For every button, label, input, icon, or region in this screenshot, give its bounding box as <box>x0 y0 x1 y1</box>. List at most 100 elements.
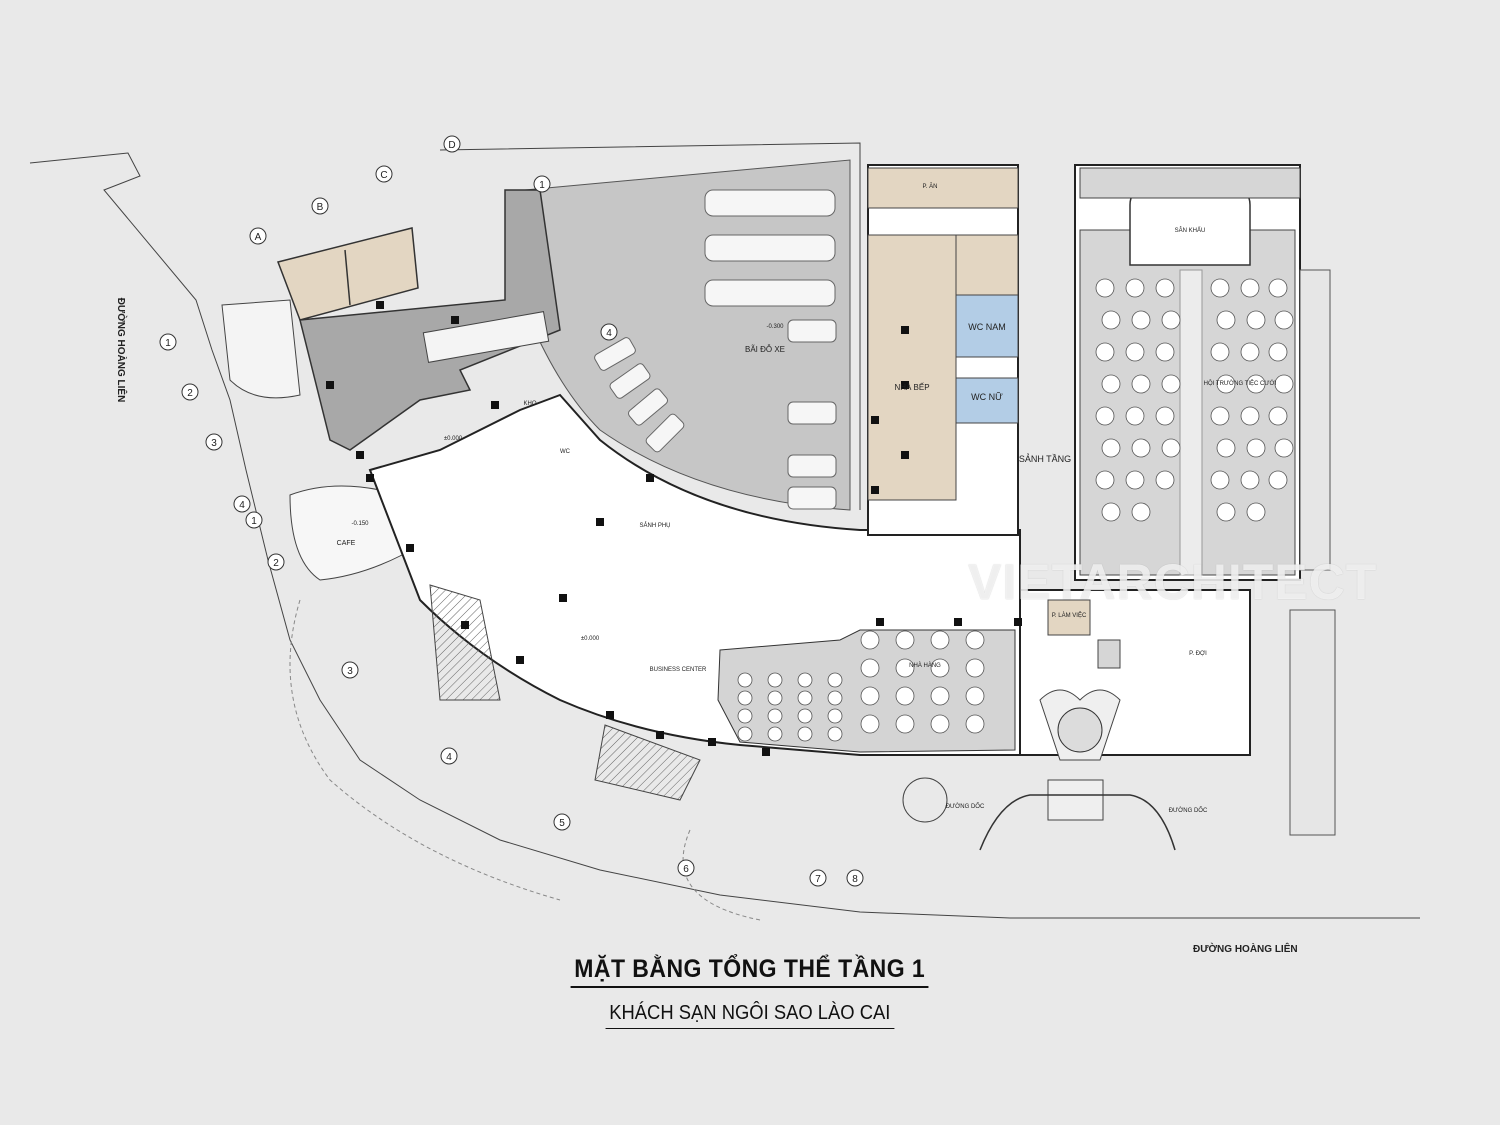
restaurant-table <box>860 630 880 650</box>
banquet-table <box>1216 502 1236 522</box>
structural-column <box>606 711 614 719</box>
room-sanh-phu: SẢNH PHỤ <box>639 522 670 529</box>
room-wc: WC <box>560 449 571 455</box>
level-mark-d: ±0.000 <box>581 636 600 642</box>
restaurant-table <box>930 630 950 650</box>
restaurant-table <box>895 686 915 706</box>
road-label-left: ĐƯỜNG HOÀNG LIÊN <box>115 298 128 403</box>
drawing-subtitle: KHÁCH SẠN NGÔI SAO LÀO CAI <box>605 1002 895 1029</box>
room-duong-doc-2: ĐƯỜNG DỐC <box>1169 807 1208 814</box>
restaurant-table <box>965 686 985 706</box>
banquet-table <box>1240 406 1260 426</box>
restaurant-table <box>737 708 753 724</box>
restaurant-table <box>860 658 880 678</box>
banquet-table <box>1125 278 1145 298</box>
banquet-table <box>1268 342 1288 362</box>
restaurant-table <box>827 708 843 724</box>
axis-number-arc-7: 7 <box>815 874 821 885</box>
room-bai-do-xe: BÃI ĐỖ XE <box>745 345 785 354</box>
structural-column <box>954 618 962 626</box>
room-kho: KHO <box>523 401 536 407</box>
banquet-table <box>1210 470 1230 490</box>
banquet-table <box>1155 342 1175 362</box>
structural-column <box>559 594 567 602</box>
watermark-text: VIETARCHITECT <box>968 554 1378 610</box>
banquet-table <box>1274 374 1294 394</box>
structural-column <box>656 731 664 739</box>
banquet-table <box>1161 374 1181 394</box>
restaurant-table <box>737 672 753 688</box>
structural-column <box>871 486 879 494</box>
room-p-an: P. ĂN <box>923 183 938 190</box>
garage-block <box>277 189 561 451</box>
banquet-table <box>1246 310 1266 330</box>
banquet-table <box>1095 278 1115 298</box>
room-san-khau: SÂN KHẤU <box>1175 227 1206 234</box>
axis-number-left-2: 2 <box>187 388 193 399</box>
banquet-table <box>1125 406 1145 426</box>
restaurant-table <box>797 708 813 724</box>
banquet-table <box>1161 310 1181 330</box>
restaurant-table <box>860 714 880 734</box>
restaurant-table <box>827 690 843 706</box>
axis-letter-a: A <box>255 232 262 243</box>
structural-column <box>762 748 770 756</box>
structural-column <box>876 618 884 626</box>
restaurant-table <box>767 690 783 706</box>
banquet-table <box>1246 374 1266 394</box>
banquet-table <box>1216 310 1236 330</box>
banquet-table <box>1095 470 1115 490</box>
room-p-doi: P. ĐỢI <box>1189 651 1207 657</box>
restaurant-table <box>965 630 985 650</box>
axis-number-left-4: 4 <box>239 500 245 511</box>
room-cafe: CAFE <box>337 540 356 547</box>
banquet-table <box>1240 470 1260 490</box>
banquet-table <box>1125 470 1145 490</box>
banquet-table <box>1101 310 1121 330</box>
restaurant-table <box>895 714 915 734</box>
banquet-table <box>1268 470 1288 490</box>
banquet-table <box>1125 342 1145 362</box>
banquet-table <box>1101 438 1121 458</box>
banquet-table <box>1268 278 1288 298</box>
title-block: MẶT BẰNG TỔNG THỂ TẦNG 1 KHÁCH SẠN NGÔI … <box>0 955 1500 1029</box>
banquet-table <box>1131 502 1151 522</box>
level-mark-a: -0.300 <box>766 324 784 330</box>
structural-column <box>646 474 654 482</box>
restaurant-table <box>797 690 813 706</box>
structural-column <box>596 518 604 526</box>
axis-number-arc-1: 1 <box>251 516 257 527</box>
restaurant-table <box>965 714 985 734</box>
axis-number-arc-5: 5 <box>559 818 565 829</box>
restaurant-table <box>930 714 950 734</box>
restaurant-table <box>895 630 915 650</box>
level-mark-c: -0.150 <box>351 521 369 527</box>
banquet-table <box>1101 502 1121 522</box>
structural-column <box>901 326 909 334</box>
room-business-center: BUSINESS CENTER <box>650 667 707 673</box>
road-label-bottom: ĐƯỜNG HOÀNG LIÊN <box>1193 944 1298 955</box>
room-wc-nam: WC NAM <box>968 322 1006 332</box>
room-nha-bep: NHÀ BẾP <box>894 382 929 392</box>
restaurant-table <box>895 658 915 678</box>
structural-column <box>491 401 499 409</box>
restaurant-table <box>860 686 880 706</box>
banquet-table <box>1131 310 1151 330</box>
columns <box>326 301 1022 756</box>
banquet-table <box>1095 342 1115 362</box>
restaurant-table <box>767 708 783 724</box>
axis-letter-c: C <box>380 170 387 181</box>
restaurant-table <box>797 672 813 688</box>
restaurant-table <box>767 726 783 742</box>
restaurant-table <box>737 690 753 706</box>
axis-letter-d: D <box>448 140 455 151</box>
restaurant-table <box>930 658 950 678</box>
axis-number-right-1: 1 <box>539 180 545 191</box>
parking-spots <box>594 189 837 510</box>
site-boundary <box>29 142 1420 921</box>
room-hoi-truong: HỘI TRƯỜNG TIỆC CƯỚI <box>1204 379 1277 387</box>
axis-number-arc-6: 6 <box>683 864 689 875</box>
banquet-table <box>1268 406 1288 426</box>
banquet-table <box>1240 278 1260 298</box>
